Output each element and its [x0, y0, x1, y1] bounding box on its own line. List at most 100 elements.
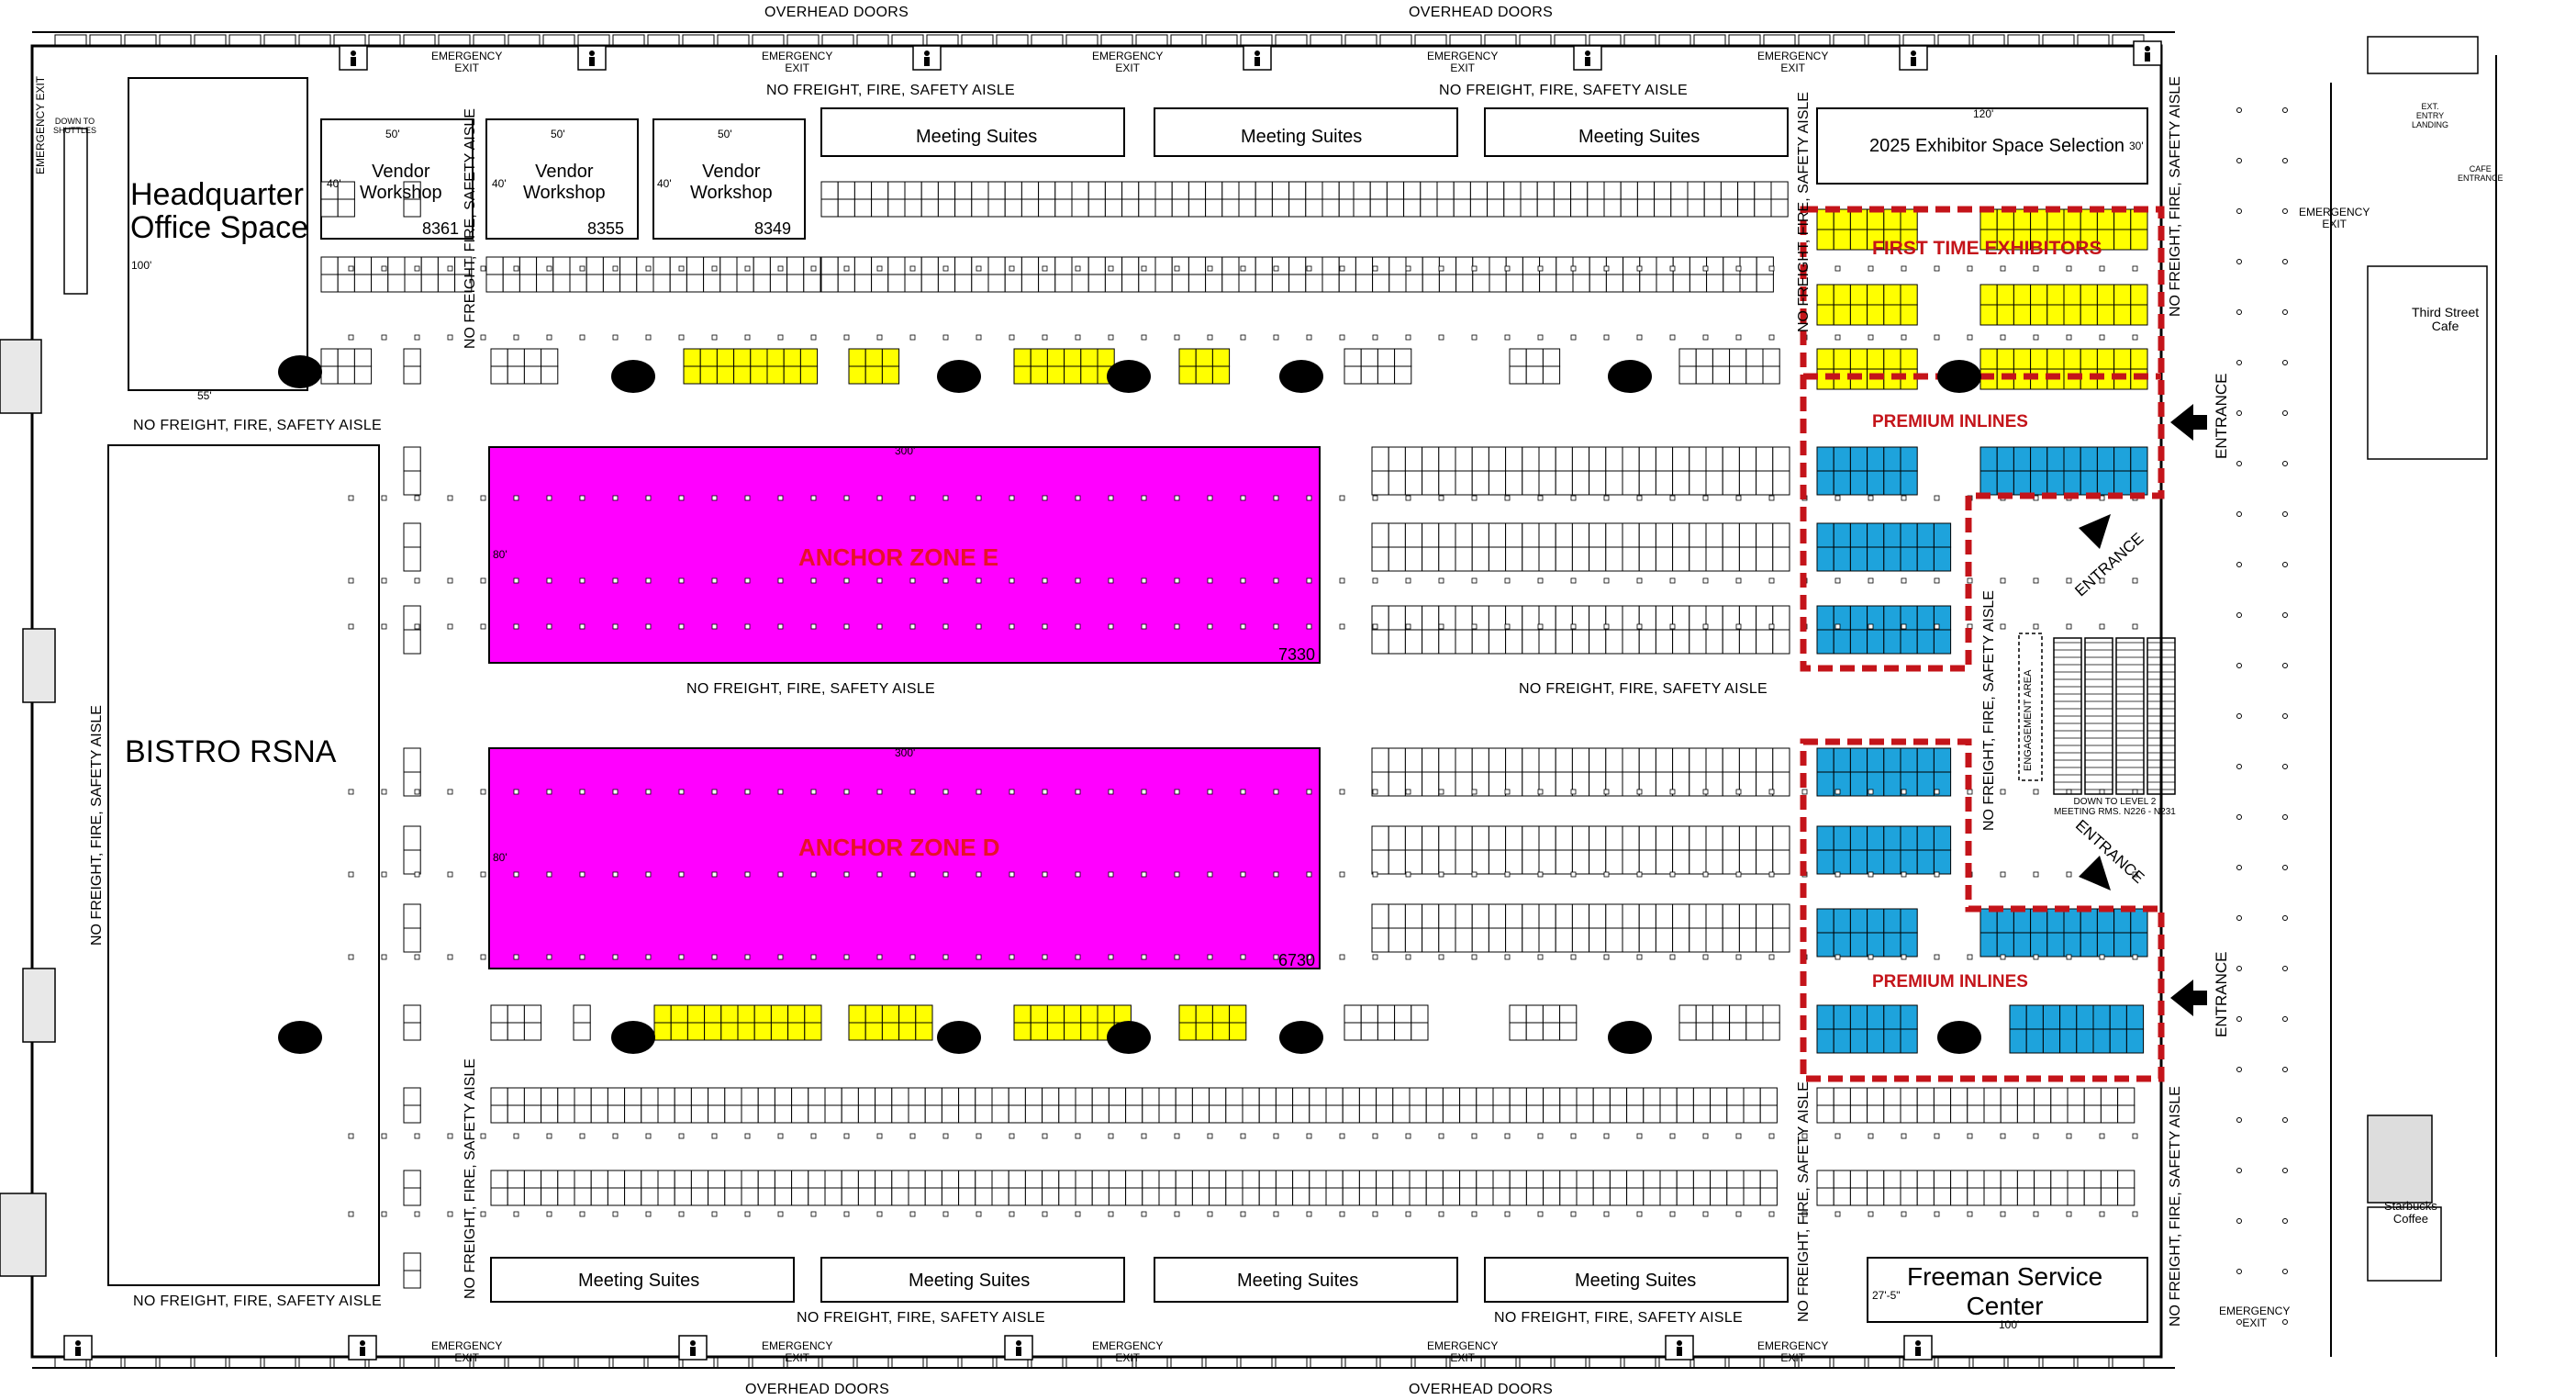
booth[interactable] [1125, 1087, 1143, 1106]
booth[interactable] [636, 274, 654, 293]
booth[interactable] [853, 256, 873, 275]
booth[interactable] [1064, 1022, 1082, 1041]
booth[interactable] [2100, 1087, 2119, 1106]
booth[interactable] [507, 1170, 525, 1189]
booth[interactable] [1404, 629, 1423, 655]
booth[interactable] [1505, 849, 1523, 875]
booth[interactable] [2013, 284, 2032, 306]
booth[interactable] [1211, 348, 1231, 367]
booth[interactable] [1983, 1170, 2002, 1189]
booth[interactable] [686, 1022, 706, 1041]
booth[interactable] [1376, 1104, 1394, 1124]
booth[interactable] [1054, 181, 1073, 200]
booth[interactable] [1020, 198, 1040, 218]
booth[interactable] [1438, 903, 1456, 929]
booth[interactable] [686, 1004, 706, 1024]
booth[interactable] [941, 1087, 960, 1106]
booth[interactable] [1553, 198, 1572, 218]
booth[interactable] [857, 1087, 876, 1106]
booth[interactable] [1738, 605, 1757, 631]
booth[interactable] [1983, 1187, 2002, 1206]
booth[interactable] [904, 274, 922, 293]
booth[interactable] [704, 1022, 722, 1041]
booth[interactable] [971, 198, 989, 218]
booth[interactable] [1422, 903, 1440, 929]
booth[interactable] [1071, 256, 1089, 275]
booth[interactable] [2117, 1087, 2136, 1106]
booth[interactable] [1996, 908, 2014, 934]
booth[interactable] [1950, 1187, 1968, 1206]
booth[interactable] [2100, 1187, 2119, 1206]
booth[interactable] [2096, 284, 2115, 306]
booth[interactable] [1739, 274, 1757, 293]
booth[interactable] [1849, 629, 1868, 655]
booth[interactable] [1455, 849, 1473, 875]
booth[interactable] [1605, 849, 1623, 875]
booth[interactable] [1967, 1187, 1985, 1206]
booth[interactable] [1288, 181, 1307, 200]
booth[interactable] [1075, 1087, 1093, 1106]
booth[interactable] [1075, 1104, 1093, 1124]
booth[interactable] [1556, 256, 1574, 275]
booth[interactable] [1571, 546, 1590, 572]
booth[interactable] [1520, 198, 1538, 218]
booth[interactable] [808, 1087, 826, 1106]
booth[interactable] [808, 1104, 826, 1124]
booth[interactable] [1422, 274, 1440, 293]
booth[interactable] [1772, 470, 1790, 496]
booth[interactable] [783, 365, 801, 385]
booth[interactable] [791, 1104, 809, 1124]
booth[interactable] [1772, 446, 1790, 472]
booth[interactable] [724, 1087, 742, 1106]
booth[interactable] [1737, 181, 1756, 200]
booth[interactable] [404, 256, 422, 275]
booth[interactable] [2080, 932, 2098, 958]
booth[interactable] [1538, 825, 1556, 851]
booth[interactable] [924, 1087, 942, 1106]
booth[interactable] [1505, 927, 1523, 953]
booth[interactable] [1503, 198, 1522, 218]
booth[interactable] [757, 1187, 775, 1206]
booth[interactable] [1933, 1187, 1952, 1206]
booth[interactable] [1626, 1170, 1645, 1189]
booth[interactable] [1509, 1187, 1527, 1206]
booth[interactable] [1487, 198, 1505, 218]
booth[interactable] [1571, 849, 1590, 875]
booth[interactable] [403, 825, 421, 851]
booth[interactable] [1883, 522, 1901, 548]
booth[interactable] [1916, 1104, 1935, 1124]
booth[interactable] [753, 1004, 772, 1024]
booth[interactable] [1883, 932, 1901, 958]
booth[interactable] [1386, 181, 1405, 200]
booth[interactable] [1492, 1187, 1511, 1206]
booth[interactable] [1154, 274, 1173, 293]
booth[interactable] [490, 1087, 508, 1106]
booth[interactable] [1075, 1170, 1093, 1189]
booth[interactable] [791, 1170, 809, 1189]
booth[interactable] [1455, 446, 1473, 472]
booth[interactable] [683, 365, 701, 385]
booth[interactable] [1605, 747, 1623, 773]
booth[interactable] [1705, 605, 1723, 631]
booth[interactable] [403, 1187, 421, 1206]
booth[interactable] [1425, 1104, 1444, 1124]
booth[interactable] [875, 1104, 893, 1124]
booth[interactable] [541, 1104, 559, 1124]
booth[interactable] [1754, 198, 1772, 218]
booth[interactable] [1054, 256, 1073, 275]
booth[interactable] [941, 1104, 960, 1124]
booth[interactable] [669, 256, 687, 275]
booth[interactable] [1816, 932, 1834, 958]
booth[interactable] [1024, 1087, 1043, 1106]
booth[interactable] [353, 365, 373, 385]
booth[interactable] [1411, 1022, 1429, 1041]
booth[interactable] [607, 1170, 626, 1189]
booth[interactable] [1042, 1170, 1060, 1189]
booth[interactable] [975, 1170, 993, 1189]
booth[interactable] [871, 181, 889, 200]
booth[interactable] [1342, 1170, 1360, 1189]
booth[interactable] [2109, 1028, 2127, 1054]
booth[interactable] [636, 256, 654, 275]
booth[interactable] [1720, 181, 1739, 200]
booth[interactable] [1900, 908, 1918, 934]
